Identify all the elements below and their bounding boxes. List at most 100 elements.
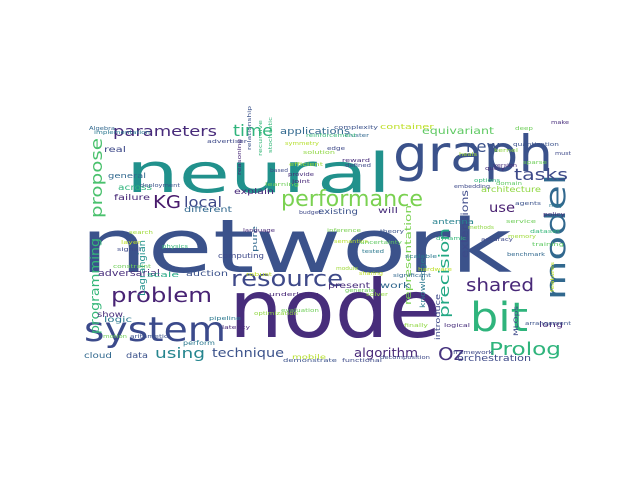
word-solution: solution: [303, 150, 335, 156]
word-options: options: [474, 178, 501, 184]
word-applications: applications: [280, 127, 350, 137]
word-representation: representation: [404, 205, 414, 305]
word-agents: agents: [515, 201, 542, 207]
word-cloud: cloud: [84, 351, 112, 360]
word-introduce: introduce: [434, 294, 442, 340]
word-recursive: recursive: [258, 120, 264, 156]
word-neural: neural: [126, 142, 391, 205]
word-graph: graph: [393, 125, 553, 183]
word-problem: problem: [111, 283, 212, 307]
word-kg: KG: [153, 192, 181, 213]
word-use: use: [489, 201, 515, 216]
word-domain: domain: [496, 181, 522, 187]
word-architecture: architecture: [481, 185, 541, 194]
word-scalable: scalable: [405, 254, 437, 260]
word-decomposition: decomposition: [380, 355, 430, 361]
word-benchmark: benchmark: [507, 252, 545, 258]
word-mlops: MLOps: [513, 306, 520, 336]
word-dynamic: dynamic: [436, 236, 466, 242]
word-scale: scale: [147, 271, 179, 279]
word-arrangement: arrangement: [525, 321, 571, 327]
word-generate: generate: [345, 288, 375, 294]
word-embedding: embedding: [454, 184, 490, 190]
word-pure: pure: [251, 226, 259, 252]
word-network: network: [80, 204, 512, 290]
word-node: node: [229, 263, 441, 356]
word-budget: budget: [299, 210, 321, 216]
word-algebra: Algebra: [89, 126, 115, 132]
word-existing: existing: [318, 207, 358, 216]
word-local: local: [184, 195, 222, 211]
word-inference: inference: [327, 228, 361, 234]
word-technique: technique: [212, 346, 284, 360]
word-general: general: [108, 172, 146, 180]
word-motion: motion: [103, 334, 127, 340]
word-perform: perform: [183, 340, 215, 347]
word-theory: theory: [380, 229, 404, 235]
word-performance: performance: [281, 187, 423, 212]
word-cluster: cluster: [345, 133, 370, 139]
word-explain: explain: [234, 187, 274, 196]
word-learning: learning: [265, 182, 299, 188]
word-across: across: [118, 183, 152, 192]
word-language: language: [243, 228, 275, 234]
word-different: different: [184, 205, 232, 214]
word-make: make: [551, 120, 569, 126]
word-show: show: [97, 310, 124, 319]
word-tested: tested: [362, 249, 384, 255]
word-data: data: [126, 351, 148, 360]
word-lagrangian: Lagrangian: [138, 240, 148, 296]
word-constraint: constraint: [113, 264, 151, 270]
word-new: new: [466, 137, 500, 156]
word-programming: programming: [88, 238, 102, 334]
word-accuracy: accuracy: [481, 237, 513, 243]
word-extensions: extensions: [460, 190, 471, 258]
word-prolog: Prolog: [489, 339, 561, 360]
word-sharing: sharing: [359, 271, 383, 277]
word-real: real: [104, 145, 126, 154]
word-algorithm: algorithm: [354, 346, 418, 360]
word-long: long: [539, 320, 563, 329]
word-container: container: [380, 123, 434, 131]
word-training: training: [532, 242, 564, 248]
word-computing: computing: [218, 252, 264, 260]
word-significant: significant: [393, 273, 431, 279]
word-signal: signal: [117, 247, 141, 253]
word-shared: shared: [466, 275, 534, 296]
word-evaluation: evaluation: [281, 308, 319, 314]
word-system: system: [84, 310, 226, 350]
word-based: based: [270, 168, 288, 174]
word-oz: Oz: [438, 344, 464, 365]
word-propose: propose: [87, 138, 106, 218]
word-physics: physics: [162, 244, 189, 250]
word-underlying: underlying: [269, 292, 319, 298]
word-module: module: [336, 266, 358, 272]
word-advertiser: advertiser: [207, 139, 248, 145]
word-dataset: dataset: [530, 229, 560, 235]
word-stochastic: stochastic: [268, 117, 274, 153]
word-bit: bit: [470, 295, 528, 341]
word-search: search: [129, 230, 153, 236]
word-logical: logical: [444, 323, 470, 329]
word-may: may: [549, 203, 563, 209]
word-joint: joint: [290, 179, 310, 185]
word-semantics: semantics: [334, 239, 369, 245]
word-must: must: [555, 151, 571, 157]
word-heals: heals: [459, 152, 478, 158]
word-kernel: kernel: [494, 148, 518, 154]
word-hardware: hardware: [418, 267, 452, 273]
word-edge: edge: [327, 146, 345, 152]
word-model: model: [539, 174, 572, 300]
word-version: version: [493, 163, 517, 169]
word-service: service: [506, 219, 536, 225]
word-finally: finally: [404, 323, 428, 329]
word-demonstrate: demonstrate: [283, 358, 337, 364]
word-equivariant: equivariant: [422, 126, 494, 137]
word-arithmetic: arithmetic: [130, 334, 168, 340]
word-uncertainty: uncertainty: [360, 240, 402, 246]
word-will: will: [378, 206, 398, 215]
word-efficient: efficient: [289, 162, 323, 168]
word-optimization: optimization: [254, 311, 298, 317]
word-reinforcement: reinforcement: [306, 133, 356, 139]
word-query: query: [485, 166, 505, 172]
